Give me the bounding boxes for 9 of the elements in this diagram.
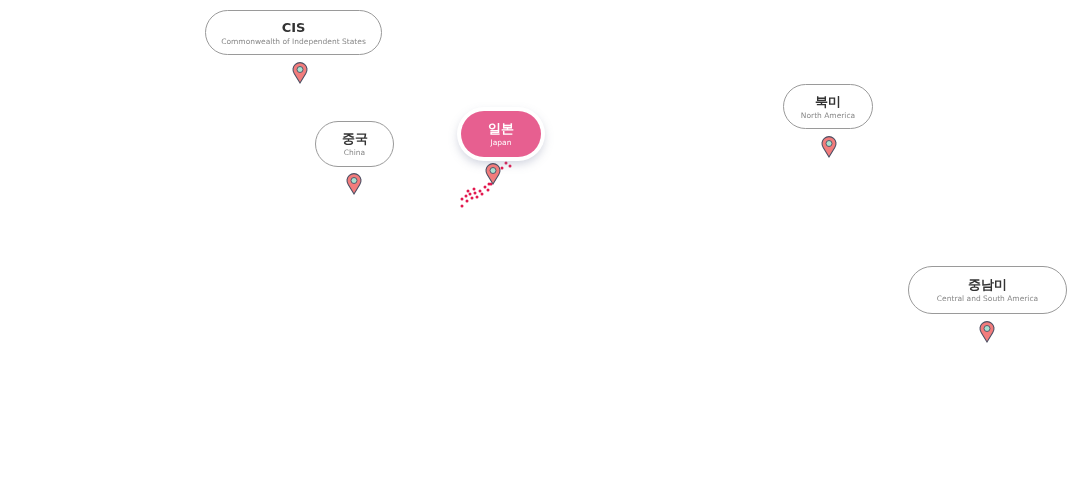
region-name: 중남미 xyxy=(968,276,1007,293)
region-label xyxy=(908,266,1067,314)
region-label xyxy=(205,10,382,55)
region-label xyxy=(315,121,394,167)
region-name: 중국 xyxy=(341,130,368,147)
region-name: CIS xyxy=(281,18,306,36)
region-name: 북미 xyxy=(815,92,841,110)
region-name: 일본 xyxy=(488,120,514,137)
region-label xyxy=(783,84,873,129)
